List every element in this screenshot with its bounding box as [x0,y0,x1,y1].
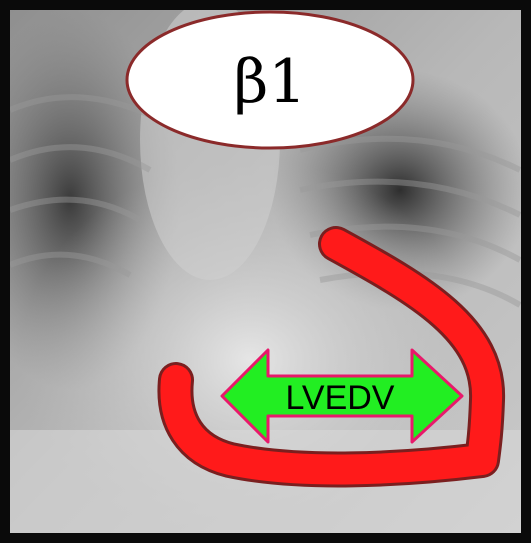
arrow-label: LVEDV [286,379,395,417]
receptor-label: β1 [234,47,307,117]
